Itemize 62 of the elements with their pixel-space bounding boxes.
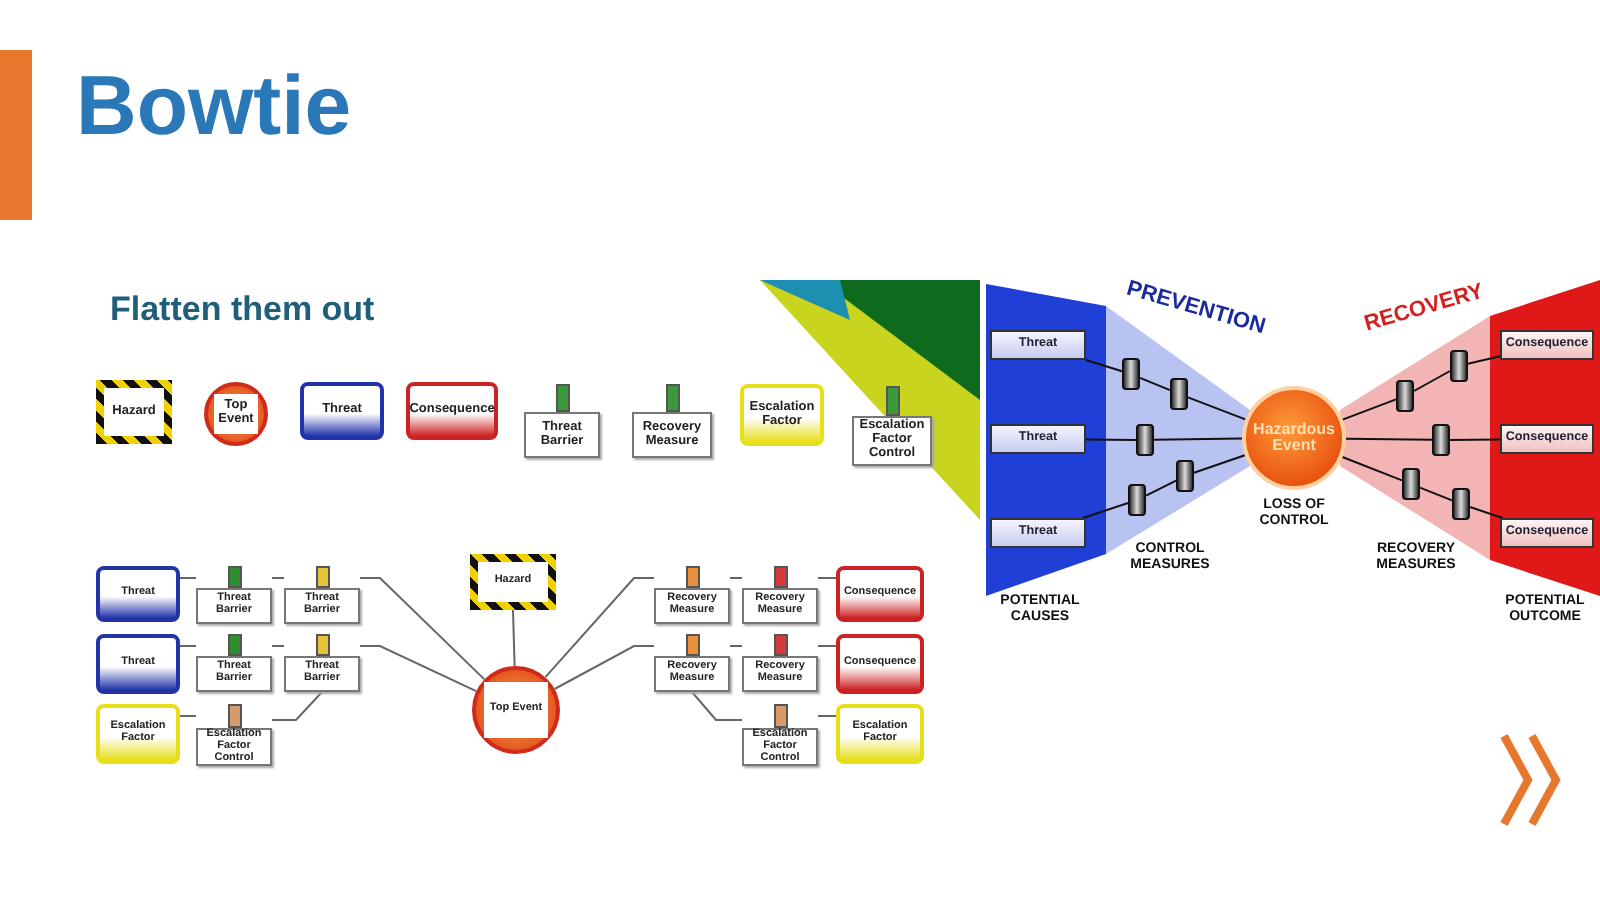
section-heading: Flatten them out [110, 292, 377, 330]
connector-line [1341, 398, 1397, 421]
connector-line [1469, 506, 1504, 519]
connector-line [1449, 438, 1501, 441]
barrier-box [1432, 424, 1450, 456]
connector-line [179, 645, 197, 647]
connector-line [817, 715, 837, 717]
connector-line [1193, 454, 1246, 474]
barrier-tag [742, 566, 818, 624]
connector-line [691, 691, 743, 721]
barrier-tag [742, 634, 818, 692]
connector-line [817, 645, 837, 647]
connector-line [271, 577, 285, 579]
connector-line [359, 645, 478, 693]
barrier-box [1170, 378, 1188, 410]
event-circle: Hazardous Event [1242, 386, 1346, 490]
barrier-tag [524, 384, 600, 458]
connector-line [1187, 396, 1247, 421]
barrier-box [1176, 460, 1194, 492]
barrier-tag [284, 566, 360, 624]
barrier-tag [654, 634, 730, 692]
connector-line [729, 645, 743, 647]
connector-line [179, 715, 197, 717]
connector-line [544, 577, 655, 679]
barrier-tag [196, 634, 272, 692]
connector-line [512, 609, 516, 667]
barrier-tag [654, 566, 730, 624]
barrier-box [1402, 468, 1420, 500]
connector-line [1085, 359, 1123, 373]
barrier-box [1122, 358, 1140, 390]
barrier-tag [852, 386, 932, 466]
barrier-box [1128, 484, 1146, 516]
barrier-tag [196, 566, 272, 624]
connector-line [359, 577, 486, 681]
top-event-circle [204, 382, 268, 446]
connector-line [1345, 437, 1433, 441]
connector-line [729, 577, 743, 579]
connector-line [1085, 438, 1137, 441]
barrier-box [1452, 488, 1470, 520]
top-event-circle [472, 666, 560, 754]
barrier-box [1450, 350, 1468, 382]
barrier-tag [284, 634, 360, 692]
connector-line [1341, 456, 1403, 482]
connector-line [271, 645, 285, 647]
barrier-box [1396, 380, 1414, 412]
connector-line [179, 577, 197, 579]
hazard-sign [470, 554, 556, 610]
connector-line [1145, 479, 1177, 497]
barrier-box [1136, 424, 1154, 456]
connector-line [553, 645, 655, 690]
connector-line [1467, 355, 1501, 365]
connector-line [1082, 502, 1129, 519]
connector-line [1139, 376, 1171, 392]
connector-line [817, 577, 837, 579]
barrier-tag [632, 384, 712, 458]
barrier-tag [742, 704, 818, 766]
slide-title: Bowtie [76, 64, 352, 148]
connector-line [1413, 370, 1451, 392]
connector-line [1419, 486, 1453, 502]
barrier-tag [196, 704, 272, 766]
connector-line [271, 691, 323, 721]
connector-line [1153, 437, 1243, 441]
